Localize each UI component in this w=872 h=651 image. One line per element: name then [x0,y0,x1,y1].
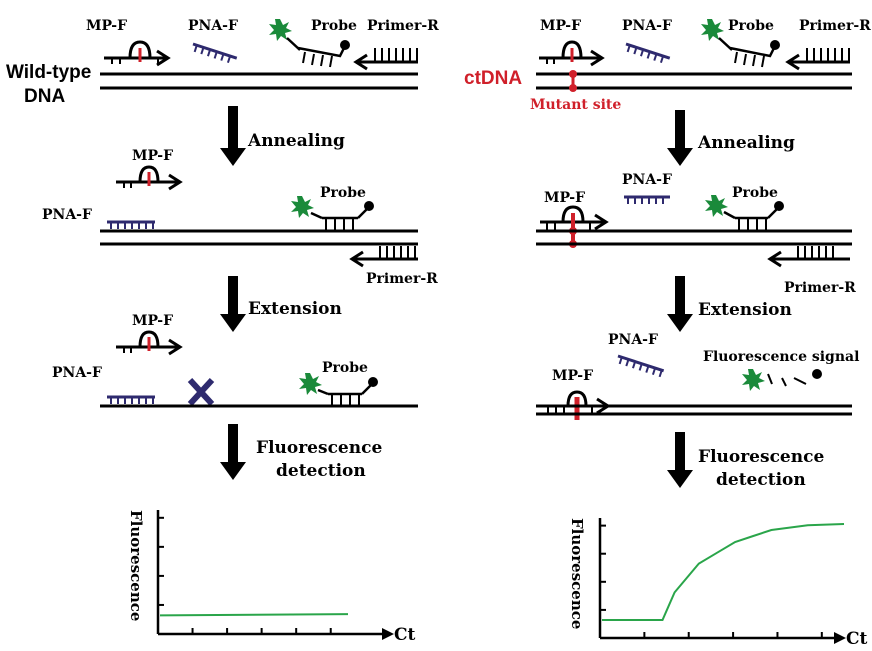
down-arrow-icon [667,432,693,488]
y-axis-label: Fluorescence [568,518,586,629]
down-arrow-icon [220,276,246,332]
detection-step-label-r1: Fluorescence [698,447,824,467]
annealing-step-label-r: Annealing [697,133,795,153]
extension-step-label-l: Extension [248,299,342,319]
blocked-cross-icon [187,377,215,407]
mp-f-label-l2: MP-F [132,148,173,164]
extension-step-label-r: Extension [698,300,792,320]
mp-f-primer-icon [116,330,183,356]
pna-f-label-r1: PNA-F [622,18,672,34]
x-axis-label: Ct [394,625,416,645]
primer-r-label-l2: Primer-R [366,271,438,287]
primer-r-bound-icon [767,246,850,268]
cleaved-probe-icon [742,369,822,391]
y-axis-label: Fluorescence [127,510,145,621]
mp-f-label-r3: MP-F [552,368,593,384]
pna-f-bound-icon [107,395,155,404]
mp-f-primer-icon [104,40,171,67]
detection-step-label-l1: Fluorescence [256,438,382,458]
pna-f-label-l1: PNA-F [188,18,238,34]
detection-step-label-l2: detection [276,461,366,481]
primer-r-label-l1: Primer-R [367,18,439,34]
pna-f-label-l2: PNA-F [42,207,92,223]
probe-label-l1: Probe [311,18,357,34]
pna-f-probe-icon [625,42,671,64]
pna-f-label-l3: PNA-F [52,365,102,381]
down-arrow-icon [220,106,246,166]
ticks [600,524,823,638]
pna-f-probe-icon [192,42,238,64]
down-arrow-icon [667,110,693,166]
primer-r-label-r1: Primer-R [799,18,871,34]
primer-r-label-r2: Primer-R [784,280,856,296]
pna-f-label-r3: PNA-F [608,332,658,348]
flat-fluorescence-curve [159,613,349,617]
mp-f-bound-icon [540,205,609,248]
taqman-probe-icon [701,19,780,68]
primer-r-bound-icon [349,246,418,268]
mutant-site-label: Mutant site [530,97,621,113]
mp-f-label-l1: MP-F [86,18,127,34]
mp-f-primer-icon [116,165,183,191]
primer-r-icon [785,48,850,71]
x-axis-arrow-icon [834,632,846,644]
x-axis-arrow-icon [382,628,394,640]
wildtype-dna-label: DNA [24,86,65,107]
fluorescence-signal-label: Fluorescence signal [703,349,859,365]
x-axis-label: Ct [846,629,868,649]
probe-label-r2: Probe [732,185,778,201]
pna-f-bound-icon [107,220,155,229]
ctdna-label: ctDNA [464,68,522,89]
taqman-probe-bound-icon [291,196,374,230]
mp-f-primer-icon [539,40,605,67]
wildtype-label: Wild-type [6,62,91,83]
mp-f-label-r2: MP-F [544,190,585,206]
primer-r-icon [353,48,418,71]
down-arrow-icon [667,276,693,332]
probe-label-r1: Probe [728,18,774,34]
amplification-curve [602,523,845,621]
pna-f-probe-icon [624,195,670,204]
pna-f-label-r2: PNA-F [622,172,672,188]
probe-label-l2: Probe [320,185,366,201]
taqman-probe-bound-icon [299,373,378,405]
mp-f-label-r1: MP-F [540,18,581,34]
ticks [158,516,332,634]
mp-f-label-l3: MP-F [132,313,173,329]
pna-f-probe-icon [617,354,665,378]
annealing-step-label-l: Annealing [247,131,345,151]
taqman-probe-bound-icon [705,195,784,230]
mutant-site-marker [569,70,577,92]
probe-label-l3: Probe [322,360,368,376]
down-arrow-icon [220,424,246,480]
taqman-probe-icon [269,19,350,68]
detection-step-label-r2: detection [716,470,806,490]
ctdna-fluorescence-chart: Fluorescence Ct [568,518,868,649]
wildtype-fluorescence-chart: Fluorescence Ct [127,510,416,645]
